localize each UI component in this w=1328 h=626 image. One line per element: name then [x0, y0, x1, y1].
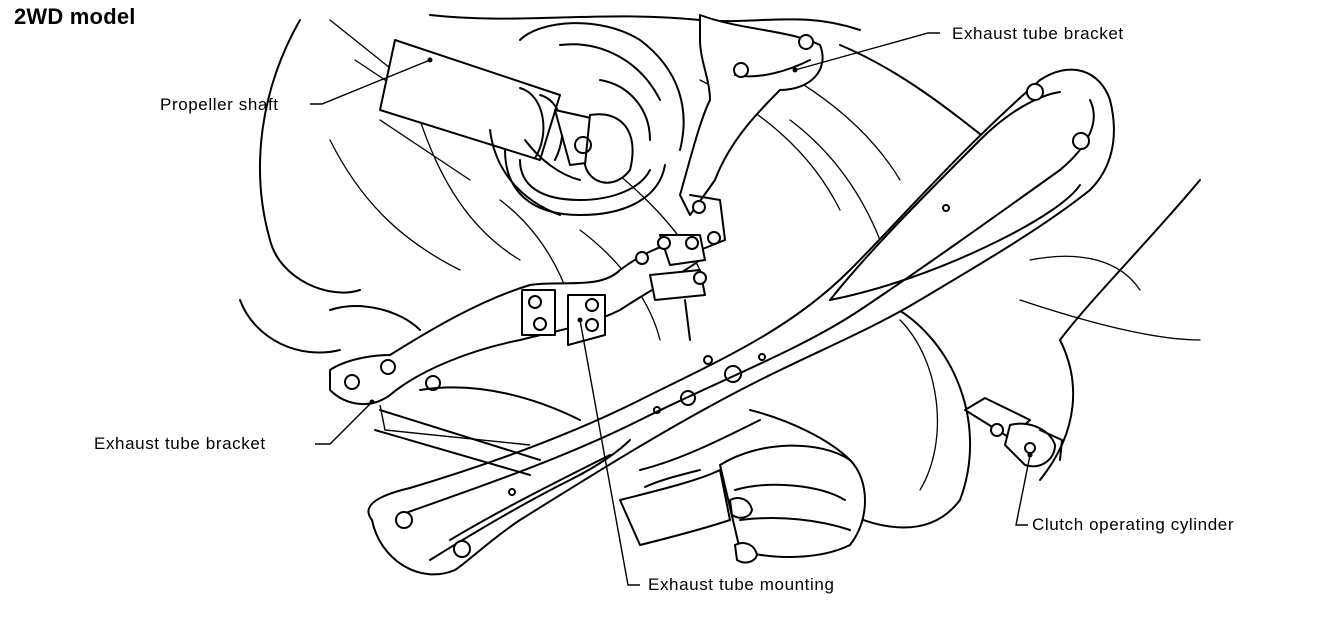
leader-lines — [310, 32, 1033, 586]
label-exhaust-tube-mounting: Exhaust tube mounting — [648, 575, 835, 594]
label-exhaust-tube-bracket-left: Exhaust tube bracket — [94, 434, 266, 453]
clutch-cylinder — [964, 397, 1063, 468]
label-clutch-operating-cylinder: Clutch operating cylinder — [1032, 515, 1235, 534]
label-propeller-shaft: Propeller shaft — [160, 95, 279, 114]
exhaust-tube — [619, 409, 866, 564]
label-exhaust-tube-bracket-top: Exhaust tube bracket — [952, 24, 1124, 43]
propeller-shaft — [379, 39, 666, 216]
exhaust-mounting — [521, 200, 721, 346]
frame-rails — [329, 305, 581, 476]
upper-bracket — [679, 14, 824, 251]
rear-mount — [489, 22, 685, 216]
cross-member — [367, 68, 1115, 576]
diagram-title: 2WD model — [14, 4, 136, 29]
